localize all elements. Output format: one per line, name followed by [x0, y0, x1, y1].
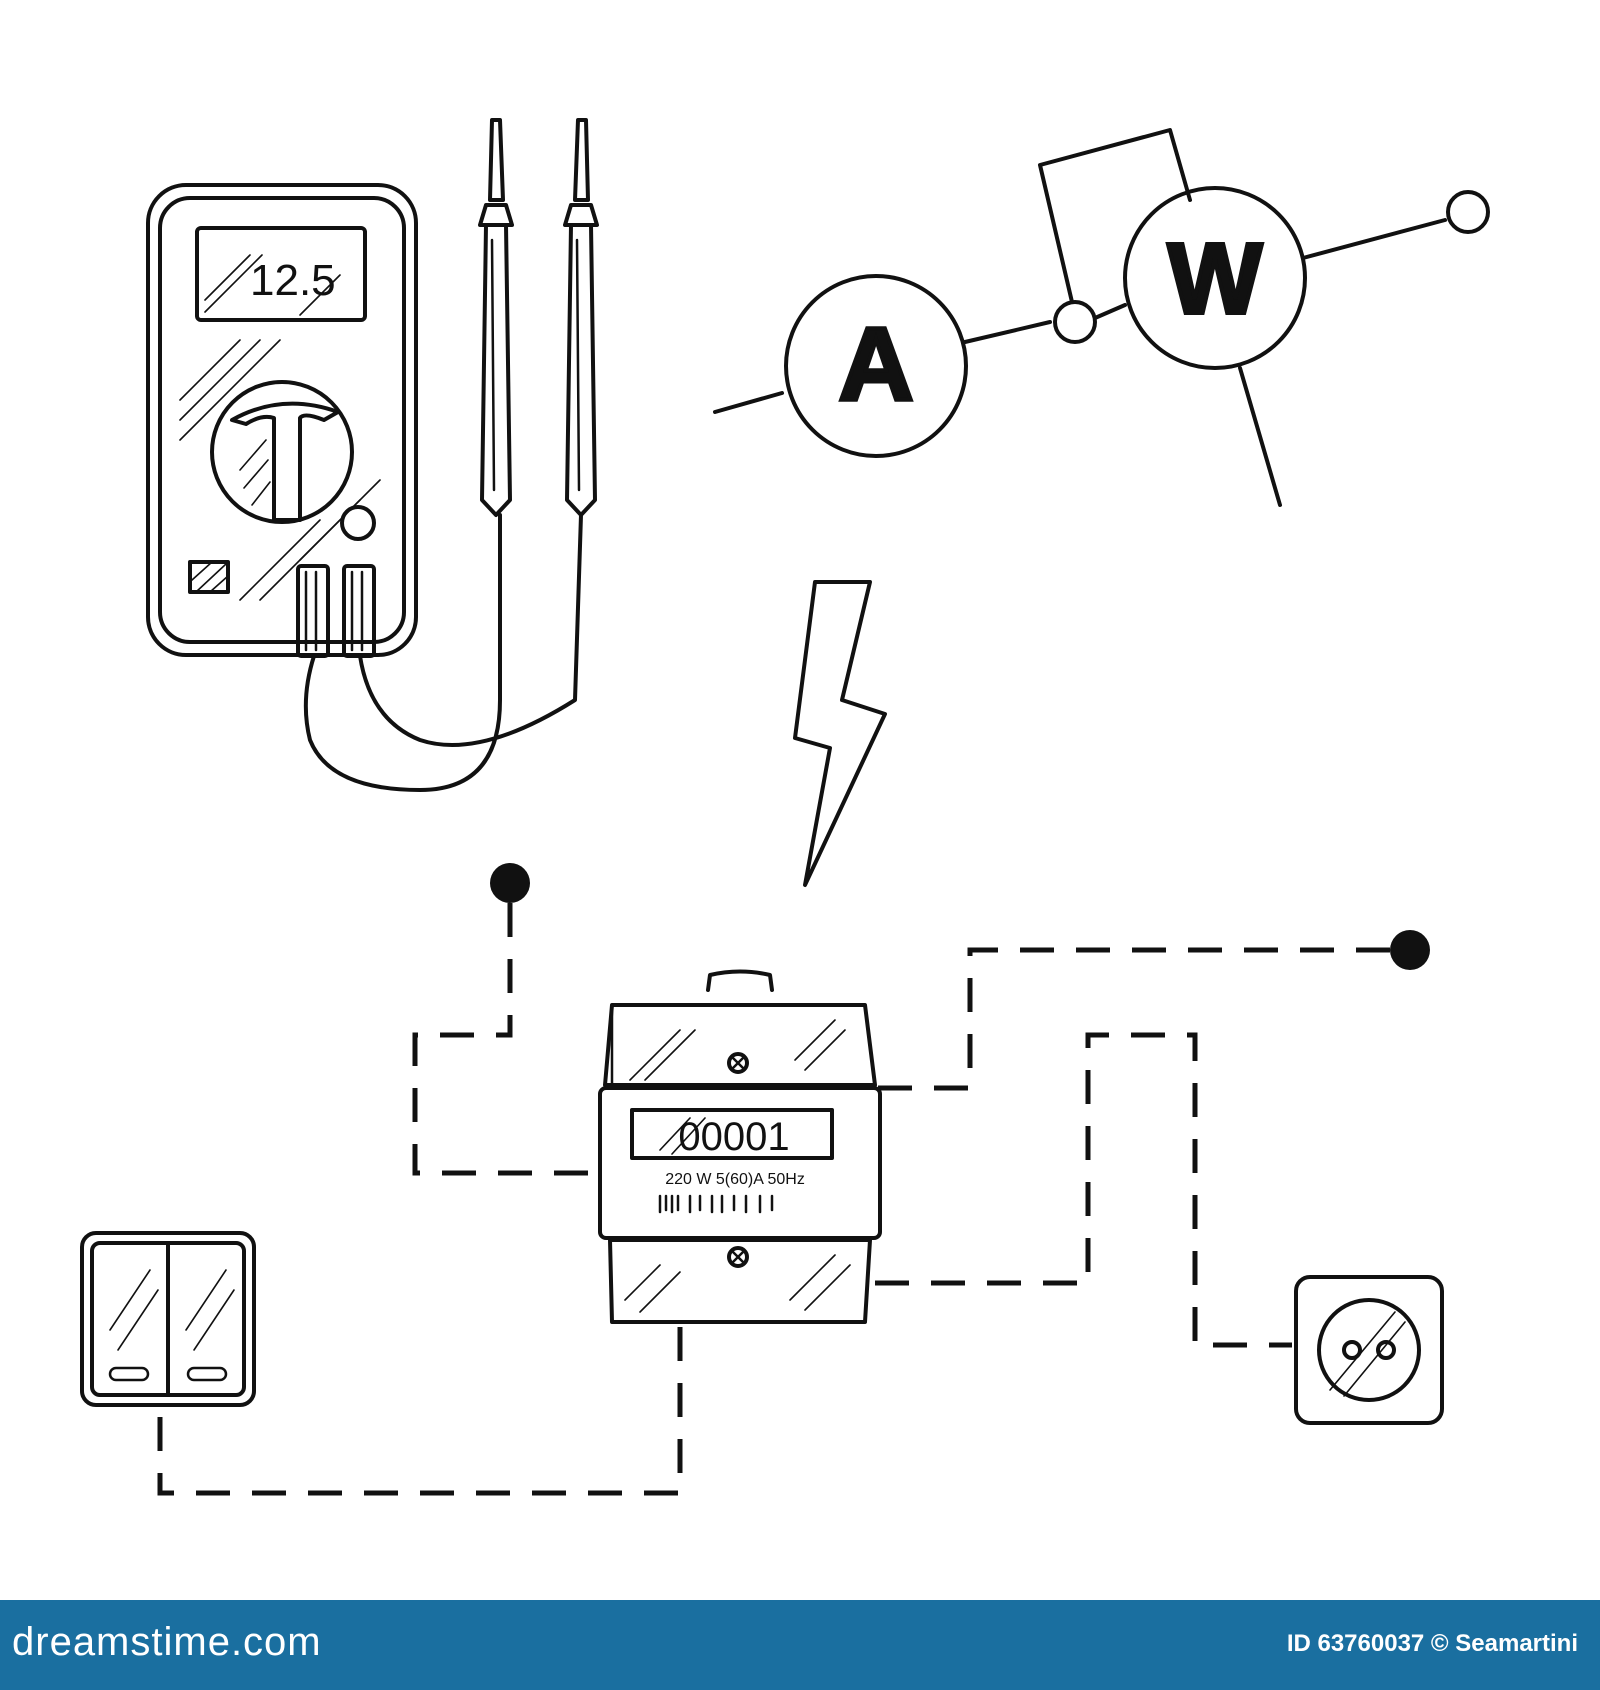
footer-bar: dreamstime.com ID 63760037 © Seamartini	[0, 1600, 1600, 1690]
socket-pin-left	[1342, 1340, 1362, 1360]
meter-rating: 220 W 5(60)A 50Hz	[665, 1171, 805, 1188]
footer-credit: ID 63760037 © Seamartini	[1286, 1630, 1578, 1657]
wattmeter-label: W	[1168, 223, 1263, 335]
ammeter-symbol	[784, 274, 968, 458]
multimeter: 12.5	[146, 183, 418, 658]
meter-counter-window	[630, 1108, 834, 1160]
measurement-circuit: A W	[713, 128, 1490, 507]
socket-pin-right	[1376, 1340, 1396, 1360]
electricity-meter: 00001 220 W 5(60)A 50Hz	[598, 969, 882, 1324]
electrical-sketch-artwork: 12.5	[80, 118, 1490, 1496]
switch-indicator-left	[108, 1366, 150, 1382]
multimeter-button	[340, 505, 376, 541]
junction-node	[1053, 300, 1097, 344]
dashed-wiring	[157, 863, 1430, 1496]
light-switch	[80, 1231, 256, 1407]
lightning-bolt-icon	[793, 580, 887, 887]
supply-node-top	[490, 863, 530, 903]
multimeter-display	[195, 226, 367, 322]
probe-lead-outer	[303, 513, 502, 792]
power-socket	[1294, 1275, 1444, 1425]
probe-lead-inner	[358, 513, 583, 747]
multimeter-reading: 12.5	[250, 256, 336, 305]
ammeter-label: A	[838, 307, 913, 423]
test-probes	[303, 118, 599, 792]
supply-node-right	[1390, 930, 1430, 970]
meter-counter: 00001	[678, 1115, 789, 1159]
switch-indicator-right	[186, 1366, 228, 1382]
wattmeter-symbol	[1123, 186, 1307, 370]
footer-brand[interactable]: dreamstime.com	[12, 1620, 322, 1664]
terminal-node	[1446, 190, 1490, 234]
